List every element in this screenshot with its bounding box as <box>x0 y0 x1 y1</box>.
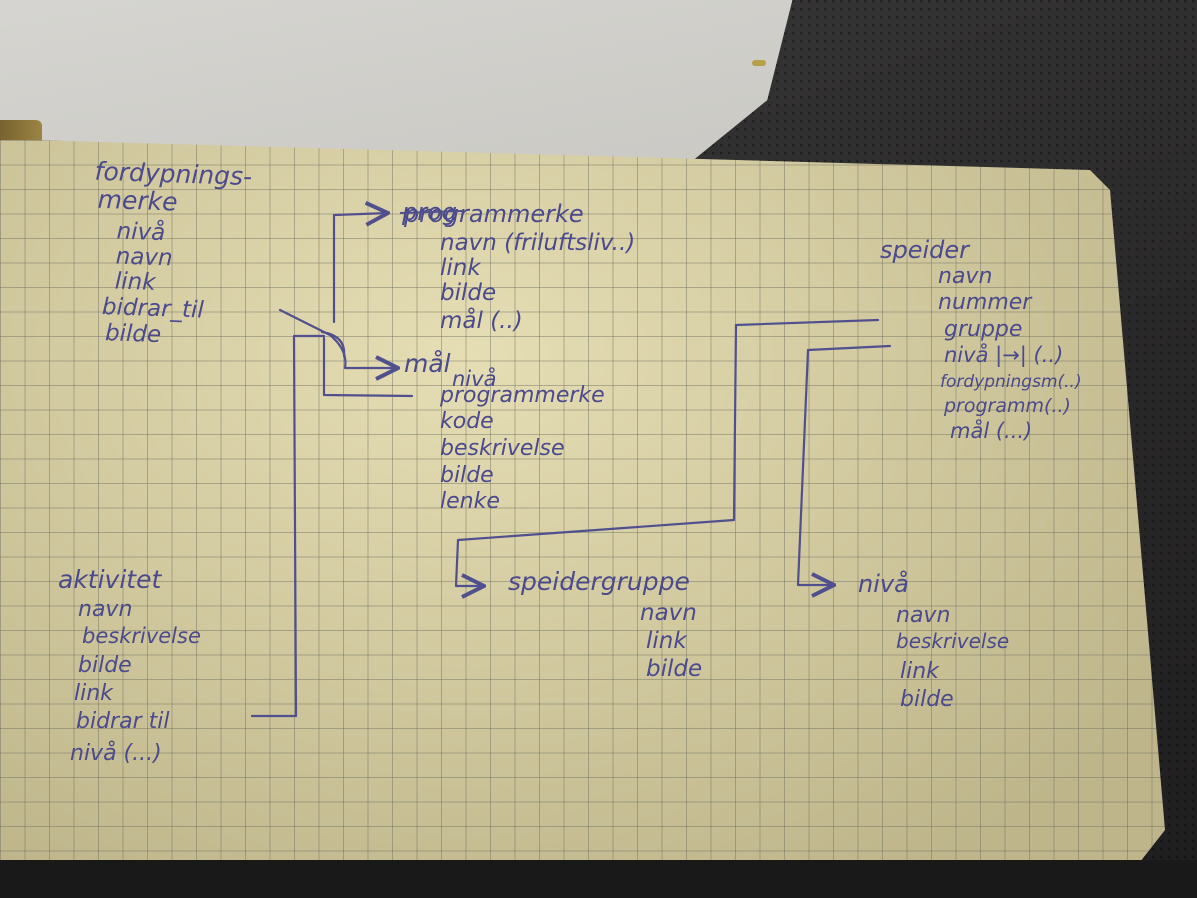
entity-field: link <box>646 628 688 654</box>
entity-field: navn <box>938 264 992 289</box>
entity-field: bilde <box>105 320 162 348</box>
entity-field: bilde <box>440 280 496 306</box>
entity-field: link <box>74 681 114 706</box>
strikethrough-line <box>399 210 463 214</box>
connector-crossing <box>320 330 346 358</box>
connector-aktivitet <box>250 334 326 718</box>
entity-speider: speider navn nummer gruppe nivå |→| (..)… <box>880 236 1082 443</box>
entity-niva: nivå navn beskrivelse link bilde <box>858 569 1009 712</box>
entity-field: beskrivelse <box>440 436 565 461</box>
entity-field: navn (friluftsliv..) <box>440 230 635 256</box>
staple <box>752 60 766 66</box>
entity-title: speidergruppe <box>508 567 690 596</box>
entity-title: mål <box>404 349 451 378</box>
entity-field: navn <box>115 243 173 271</box>
entity-field: gruppe <box>944 317 1022 342</box>
entity-field: nummer <box>938 290 1033 315</box>
entity-title: speider <box>880 236 971 264</box>
entity-speidergruppe: speidergruppe navn link bilde <box>508 567 702 682</box>
entity-field: bilde <box>646 656 702 682</box>
entity-title: aktivitet <box>58 565 162 594</box>
connector-to-niva <box>796 344 892 585</box>
table-shadow <box>0 860 1197 898</box>
entity-field: mål (..) <box>440 306 523 334</box>
entity-field: bilde <box>900 687 954 712</box>
entity-field: navn <box>78 597 132 622</box>
entity-field: bilde <box>78 653 132 678</box>
connector-to-programmerke <box>332 213 388 324</box>
entity-field: bidrar_til <box>102 294 205 324</box>
entity-title: merke <box>97 185 178 217</box>
connector-to-speidergruppe <box>454 318 880 586</box>
entity-field: nivå <box>452 366 496 391</box>
entity-aktivitet: aktivitet navn beskrivelse bilde link bi… <box>58 565 201 766</box>
entity-title: programmerke <box>403 200 584 228</box>
entity-field: nivå <box>116 216 166 246</box>
entity-maal: mål nivå programmerke kode beskrivelse b… <box>404 349 605 514</box>
entity-field: navn <box>640 600 697 626</box>
entity-field: bidrar til <box>76 709 169 734</box>
entity-field: lenke <box>440 489 500 514</box>
entity-field: navn <box>896 603 950 628</box>
entity-title: nivå <box>858 569 909 598</box>
entity-title: fordypnings- <box>94 157 252 191</box>
entity-field: link <box>900 659 940 684</box>
entity-field: nivå |→| (..) <box>944 342 1063 368</box>
entity-field: nivå (...) <box>70 740 162 766</box>
connector-branch <box>322 336 414 398</box>
entity-field: link <box>114 268 157 295</box>
entity-field: fordypningsm(..) <box>940 372 1082 392</box>
entity-programmerke: programmerke prog navn (friluftsliv..) l… <box>399 198 635 334</box>
entity-field: beskrivelse <box>896 629 1009 653</box>
entity-field: link <box>440 255 482 281</box>
entity-field: mål (...) <box>950 418 1032 443</box>
entity-fordypningsmerke: fordypnings- merke nivå navn link bidrar… <box>94 157 252 348</box>
grid-notebook-page <box>0 140 1165 862</box>
entity-field: beskrivelse <box>82 624 201 648</box>
entity-field: programm(..) <box>943 395 1071 417</box>
entity-field: programmerke <box>439 383 605 408</box>
entity-field: kode <box>440 409 494 434</box>
entity-field: bilde <box>440 463 494 488</box>
